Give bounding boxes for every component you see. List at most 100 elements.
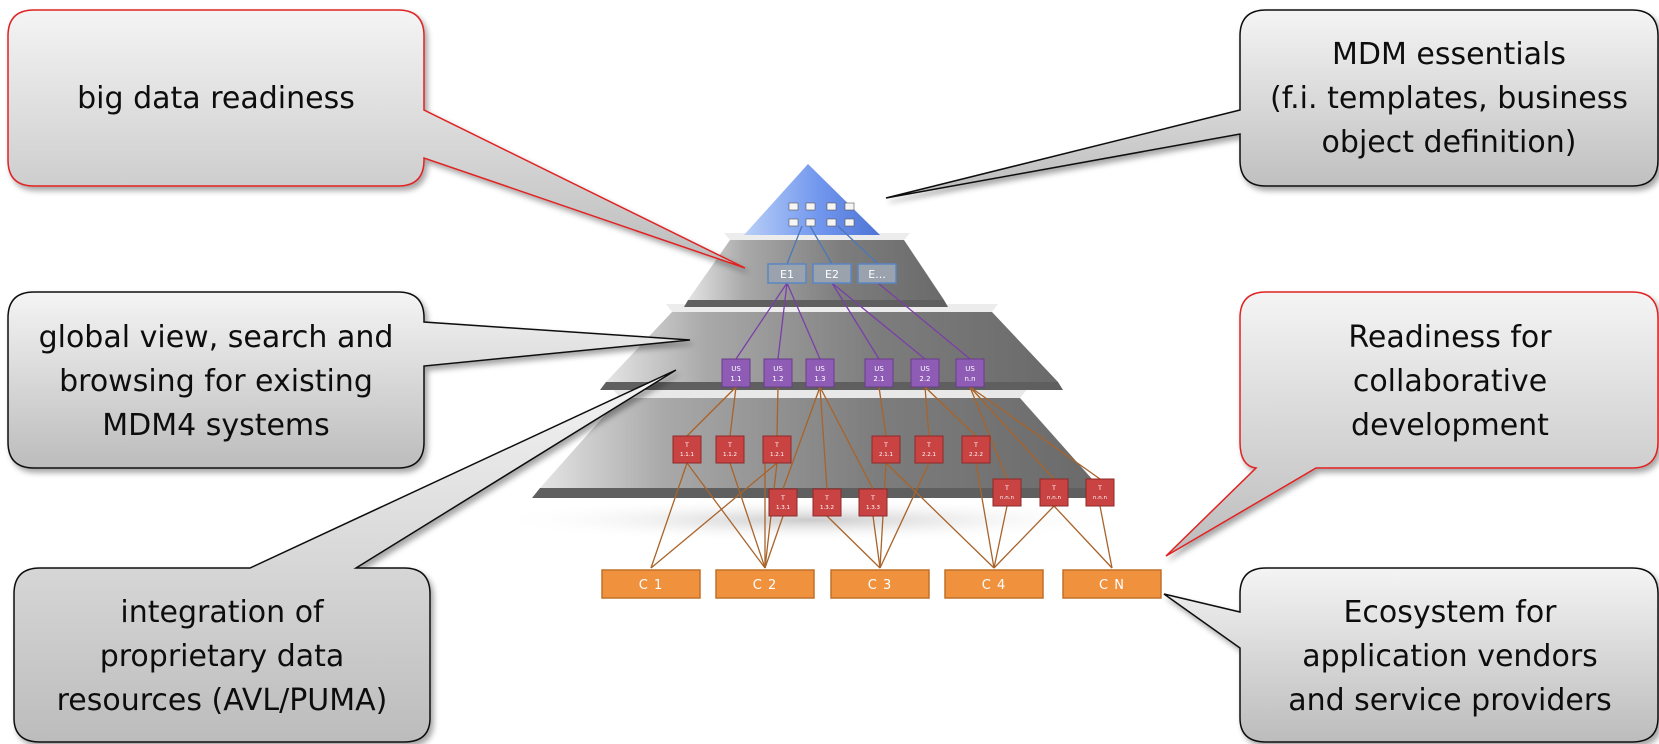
- callout-bubble: [7, 291, 691, 469]
- task-rect: [1039, 478, 1069, 507]
- task-box: T1.3.3: [858, 488, 888, 517]
- link: [837, 225, 879, 265]
- user-story-number: 1.3: [814, 375, 825, 383]
- pyramid-apex: [744, 164, 880, 235]
- pyramid: [490, 164, 1130, 542]
- epic-boxes: E1 E2 E...: [767, 263, 897, 284]
- link: [826, 515, 881, 569]
- epic-box: E1: [767, 263, 807, 284]
- callout-text: integration of: [120, 595, 325, 630]
- link: [975, 462, 995, 569]
- callout-global-view: global view, search and browsing for exi…: [7, 291, 691, 469]
- callout-bubble: [7, 9, 746, 269]
- callout-bubble: [1163, 567, 1659, 743]
- task-label: T: [684, 442, 689, 449]
- task-number: 1.3.1: [776, 505, 790, 511]
- component-box: C 1: [601, 569, 701, 599]
- template-icon: [788, 218, 799, 227]
- epic-box: E...: [857, 263, 897, 284]
- component-label: C 1: [639, 578, 663, 593]
- task-box: T2.2.2: [961, 435, 991, 464]
- link: [969, 386, 1101, 480]
- pyramid-links: [650, 225, 1113, 569]
- task-number: 1.1.1: [680, 452, 694, 458]
- user-story-box: US1.2: [763, 358, 793, 388]
- component-box: C 3: [830, 569, 930, 599]
- task-label: T: [1004, 485, 1009, 492]
- task-box: T1.1.2: [715, 435, 745, 464]
- apex-templates: [788, 202, 855, 227]
- template-icon: [844, 218, 855, 227]
- user-story-number: 1.1: [730, 375, 741, 383]
- user-story-rect: [910, 358, 940, 388]
- task-box: T1.3.2: [812, 488, 842, 517]
- component-links: [650, 462, 1113, 569]
- user-story-number: n.n: [964, 375, 975, 383]
- callout-text: browsing for existing: [59, 364, 373, 399]
- link: [969, 386, 1055, 480]
- user-story-rect: [763, 358, 793, 388]
- epic-label: E...: [868, 268, 885, 281]
- user-story-label: US: [874, 365, 884, 373]
- task-links: [686, 386, 1101, 490]
- link: [764, 515, 784, 569]
- task-label: T: [780, 495, 785, 502]
- epic-links: [786, 225, 879, 265]
- task-number: n.n.n: [1000, 495, 1014, 501]
- component-box: C 2: [715, 569, 815, 599]
- link: [924, 386, 977, 437]
- link: [735, 282, 788, 360]
- link: [969, 386, 1008, 480]
- user-story-rect: [864, 358, 894, 388]
- link: [1053, 505, 1113, 569]
- user-story-box: US2.2: [910, 358, 940, 388]
- callout-readiness-collaborative: Readiness for collaborative development: [1165, 291, 1659, 557]
- task-box: Tn.n.n: [992, 478, 1022, 507]
- component-label: C 2: [753, 578, 777, 593]
- task-number: 1.1.2: [723, 452, 737, 458]
- link: [924, 386, 930, 437]
- link: [831, 282, 880, 360]
- epic-label: E2: [825, 268, 839, 281]
- task-box: T 1.1.1: [672, 435, 702, 464]
- callout-text: resources (AVL/PUMA): [57, 683, 388, 718]
- callout-text: proprietary data: [100, 639, 345, 674]
- story-links: [735, 282, 971, 360]
- user-story-rect: [955, 358, 985, 388]
- link: [809, 225, 833, 265]
- component-label: C 3: [868, 578, 892, 593]
- link: [729, 462, 766, 569]
- callout-bubble: [13, 369, 677, 743]
- callout-text: collaborative: [1353, 364, 1547, 399]
- component-label: C N: [1099, 578, 1125, 593]
- component-rect: [830, 569, 930, 599]
- callout-ecosystem: Ecosystem for application vendors and se…: [1163, 567, 1659, 743]
- user-story-box: US 2.1: [864, 358, 894, 388]
- task-label: T: [883, 442, 888, 449]
- link: [777, 282, 788, 360]
- task-rect: [961, 435, 991, 464]
- link: [993, 505, 1055, 569]
- component-rect: [601, 569, 701, 599]
- task-rect: [715, 435, 745, 464]
- user-story-rect: [721, 358, 751, 388]
- user-story-number: 2.1: [873, 375, 884, 383]
- task-rect: [812, 488, 842, 517]
- user-story-label: US: [773, 365, 783, 373]
- link: [878, 386, 887, 437]
- task-rect: [1085, 478, 1115, 507]
- component-rect: [944, 569, 1044, 599]
- user-story-label: US: [920, 365, 930, 373]
- link: [776, 386, 779, 437]
- user-story-box: US 1.1: [721, 358, 751, 388]
- task-rect: [992, 478, 1022, 507]
- user-story-label: US: [731, 365, 741, 373]
- link: [1099, 505, 1113, 569]
- callout-text: MDM4 systems: [102, 408, 330, 443]
- epic-box-rect: [857, 263, 897, 284]
- task-rect: [914, 435, 944, 464]
- task-box: Tn.n.n: [1085, 478, 1115, 507]
